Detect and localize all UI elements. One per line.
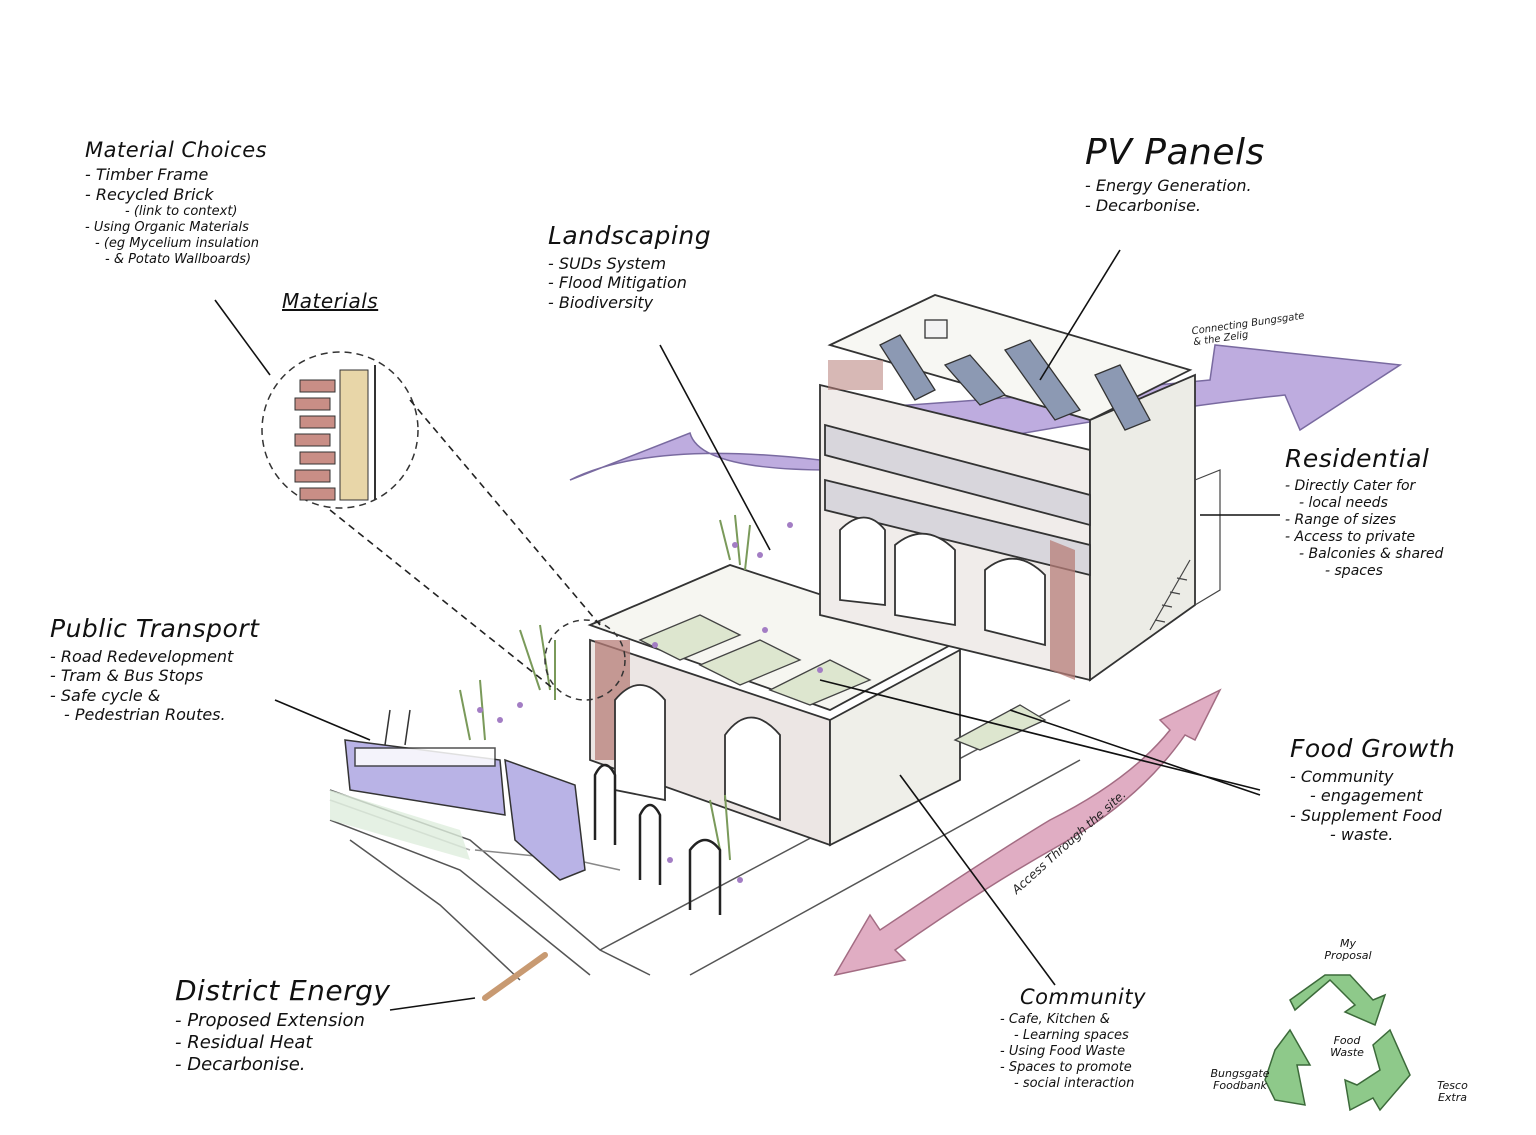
list-item: Balconies & shared — [1285, 546, 1444, 562]
pv-panels-title: PV Panels — [1085, 132, 1265, 173]
list-item: spaces — [1285, 563, 1443, 579]
public-transport-title: Public Transport — [50, 614, 260, 643]
list-item: waste. — [1290, 825, 1455, 844]
list-item: Residual Heat — [175, 1032, 391, 1054]
list-item: local needs — [1285, 495, 1443, 511]
list-item: Flood Mitigation — [548, 273, 711, 292]
tram — [344, 709, 586, 881]
district-energy-title: District Energy — [175, 974, 391, 1007]
residential-title: Residential — [1285, 444, 1430, 473]
recycle-icon — [1264, 974, 1411, 1112]
material-choices-list: Timber Frame Recycled Brick (link to con… — [85, 165, 267, 268]
public-transport-note: Public Transport Road Redevelopment Tram… — [50, 614, 260, 725]
lower-block — [587, 564, 963, 847]
list-item: Energy Generation. — [1085, 176, 1265, 195]
residential-note: Residential Directly Cater for local nee… — [1285, 444, 1444, 580]
ground-arches — [593, 763, 722, 915]
material-choices-title: Material Choices — [85, 138, 268, 162]
community-list: Cafe, Kitchen & Learning spaces Using Fo… — [1000, 1012, 1146, 1092]
list-item: Proposed Extension — [175, 1010, 391, 1032]
cycle-left-label: Bungsgate Foodbank — [1210, 1067, 1270, 1093]
list-item: Pedestrian Routes. — [50, 705, 259, 724]
food-growth-note: Food Growth Community engagement Supplem… — [1290, 734, 1456, 845]
community-note: Community Cafe, Kitchen & Learning space… — [1000, 985, 1146, 1093]
community-title: Community — [1020, 985, 1147, 1009]
landscaping-list: SUDs System Flood Mitigation Biodiversit… — [548, 254, 711, 312]
list-item: & Potato Wallboards) — [85, 252, 267, 268]
public-transport-list: Road Redevelopment Tram & Bus Stops Safe… — [50, 647, 259, 725]
cycle-top-label: My Proposal — [1324, 937, 1372, 963]
food-waste-cycle — [1264, 974, 1411, 1112]
list-item: (link to context) — [85, 204, 267, 220]
list-item: social interaction — [1000, 1076, 1146, 1092]
roof-planters — [638, 614, 1047, 751]
purple-flow-arrow — [569, 344, 1403, 481]
list-item: Supplement Food — [1290, 806, 1455, 825]
list-item: Access to private — [1285, 529, 1443, 545]
list-item: Community — [1290, 767, 1455, 786]
list-item: Tram & Bus Stops — [50, 666, 259, 685]
list-item: Cafe, Kitchen & — [1000, 1012, 1146, 1028]
list-item: Spaces to promote — [1000, 1060, 1146, 1076]
list-item: Learning spaces — [1000, 1028, 1146, 1044]
cycle-right-label: Tesco Extra — [1437, 1079, 1468, 1105]
list-item: Using Food Waste — [1000, 1044, 1146, 1060]
list-item: Directly Cater for — [1285, 478, 1443, 494]
list-item: Timber Frame — [85, 165, 267, 184]
list-item: Safe cycle & — [50, 686, 259, 705]
list-item: (eg Mycelium insulation — [85, 236, 267, 252]
flowers — [477, 522, 823, 883]
landscaping-note: Landscaping SUDs System Flood Mitigation… — [548, 221, 712, 313]
pv-panels-list: Energy Generation. Decarbonise. — [1085, 176, 1265, 215]
materials-label: Materials — [282, 290, 378, 313]
cycle-center-label: Food Waste — [1330, 1034, 1364, 1060]
materials-label-text: Materials — [282, 289, 379, 313]
pv-panels-note: PV Panels Energy Generation. Decarbonise… — [1085, 132, 1265, 216]
pv-panels — [879, 319, 1151, 431]
side-stair — [1149, 469, 1221, 631]
residential-block — [819, 294, 1196, 682]
food-growth-list: Community engagement Supplement Food was… — [1290, 767, 1455, 845]
pink-flow-arrow — [833, 688, 1222, 977]
list-item: SUDs System — [548, 254, 711, 273]
district-energy-note: District Energy Proposed Extension Resid… — [175, 974, 391, 1076]
ground-shadow — [330, 790, 470, 860]
materials-detail — [261, 351, 626, 701]
list-item: Decarbonise. — [1085, 196, 1265, 215]
list-item: Range of sizes — [1285, 512, 1443, 528]
residential-list: Directly Cater for local needs Range of … — [1285, 478, 1444, 580]
district-energy-pipe — [482, 952, 548, 1001]
food-growth-title: Food Growth — [1290, 734, 1456, 763]
list-item: Biodiversity — [548, 293, 711, 312]
list-item: Decarbonise. — [175, 1054, 391, 1076]
list-item: engagement — [1290, 786, 1455, 805]
pointer-lines — [214, 249, 1280, 1011]
landscaping-title: Landscaping — [548, 221, 712, 250]
list-item: Recycled Brick — [85, 185, 267, 204]
material-choices-note: Material Choices Timber Frame Recycled B… — [85, 138, 267, 269]
district-energy-list: Proposed Extension Residual Heat Decarbo… — [175, 1010, 391, 1076]
list-item: Using Organic Materials — [85, 220, 267, 236]
list-item: Road Redevelopment — [50, 647, 259, 666]
